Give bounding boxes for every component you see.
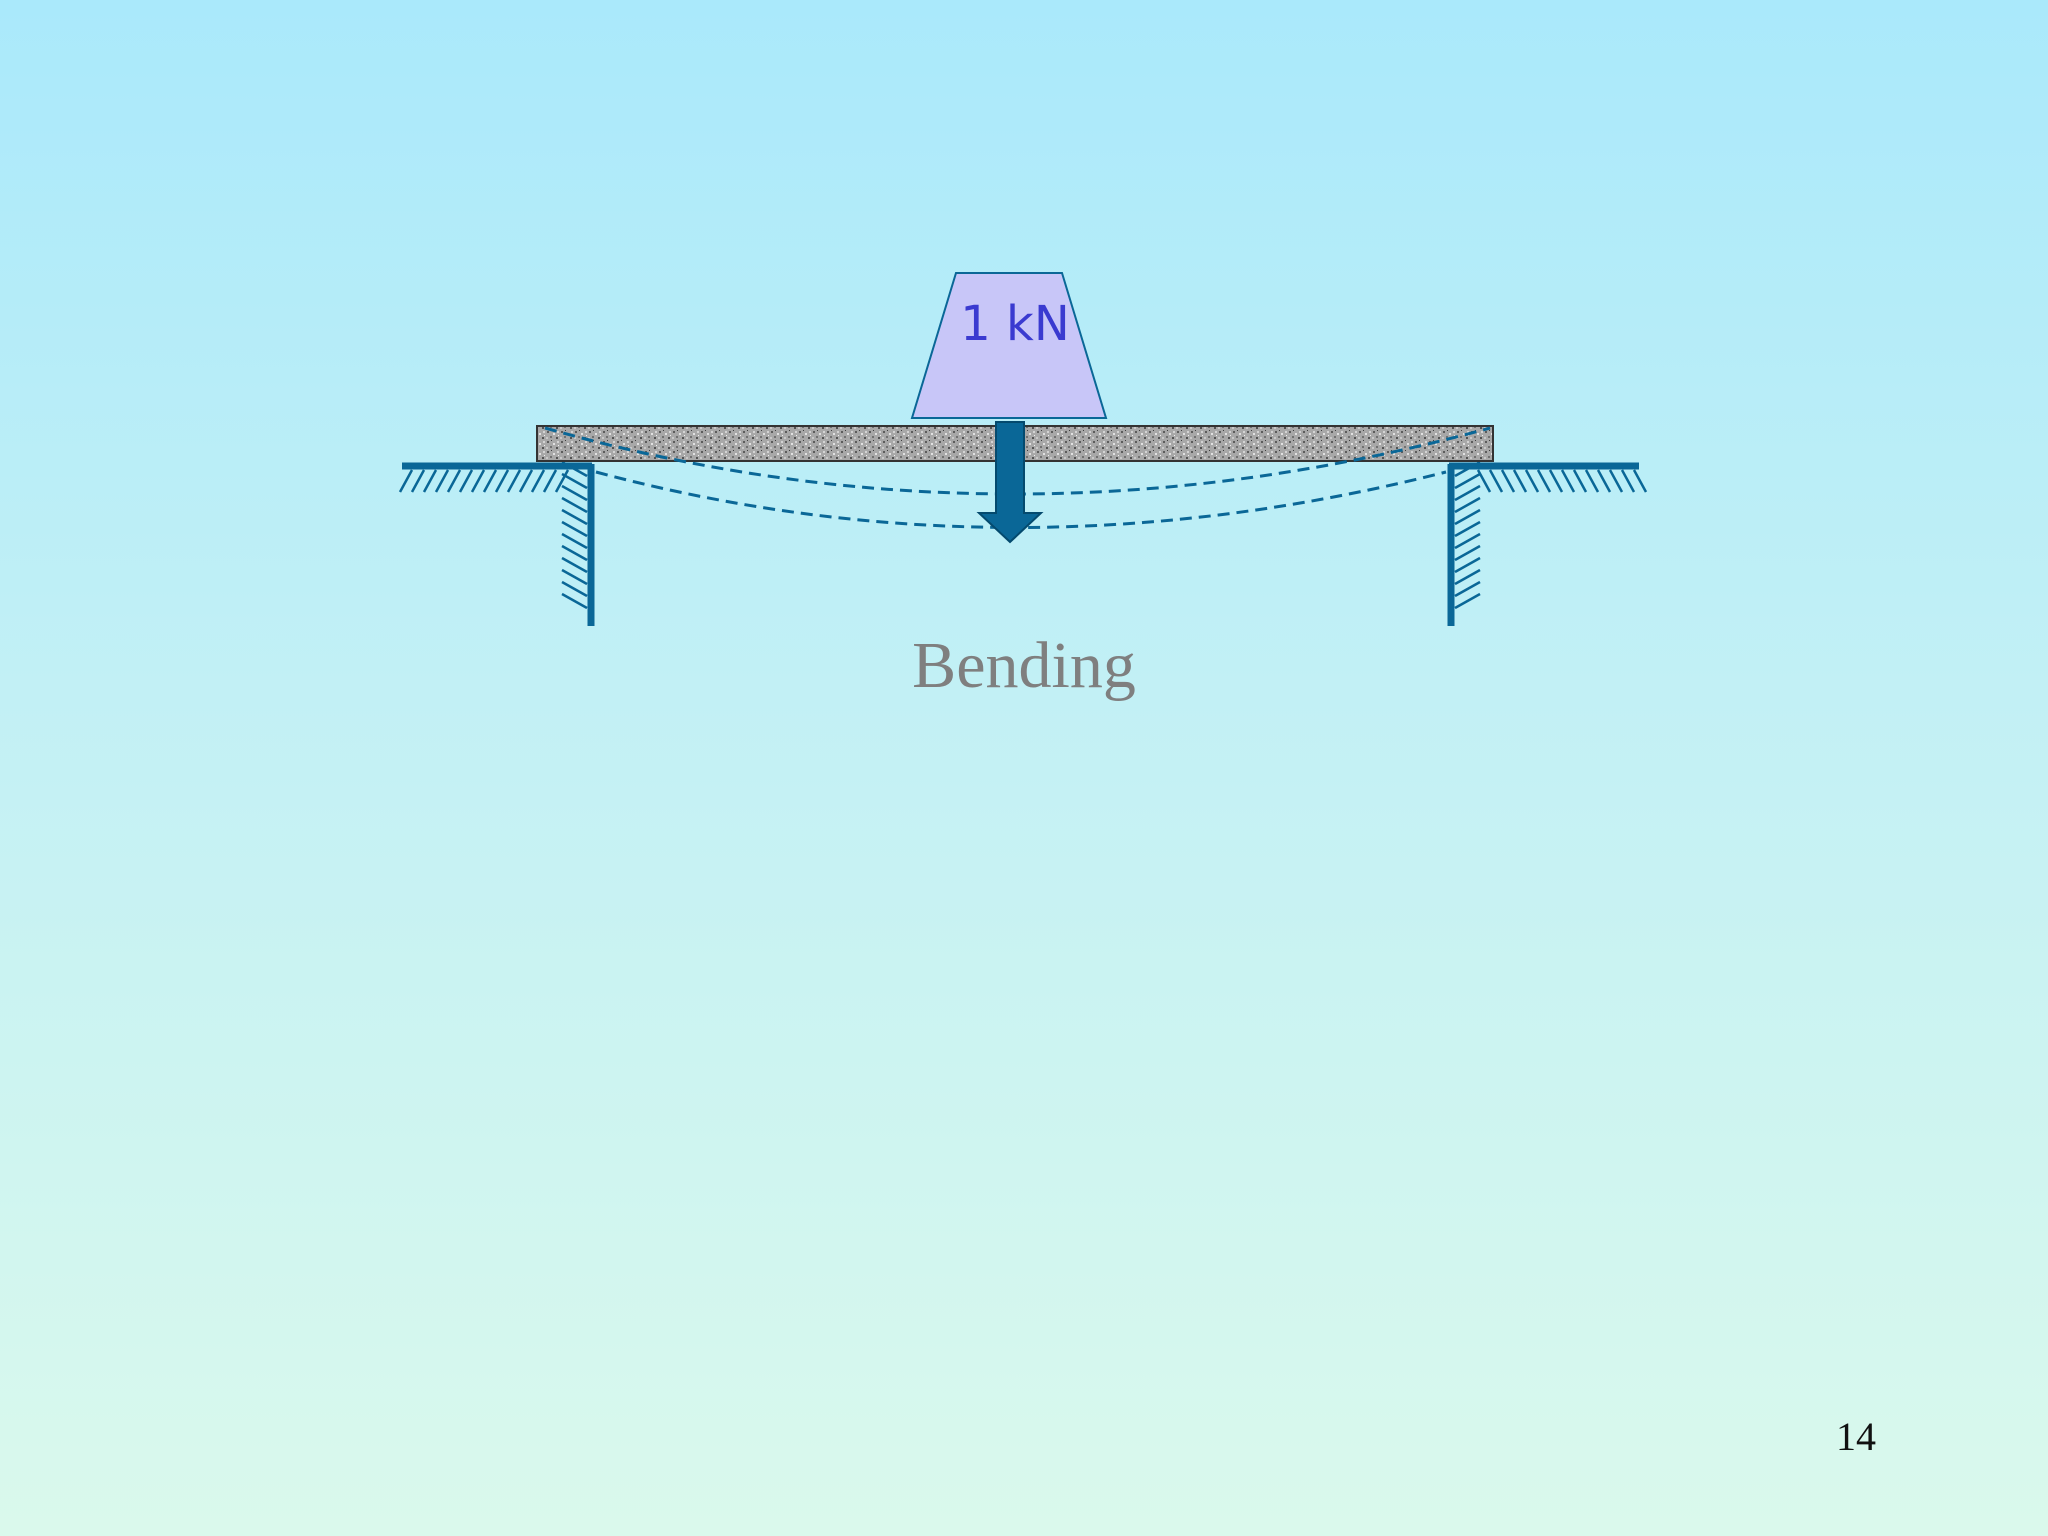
force-arrow [976,421,1044,544]
page-number: 14 [1836,1414,1876,1459]
load-block: 1 kN [910,272,1108,419]
left-wall-hatching [561,460,588,610]
load-label: 1 kN [960,296,1070,352]
left-ground-hatching [398,469,570,493]
deflection-curve-upper [544,426,1491,496]
right-ground-hatching [1476,469,1648,493]
left-support [398,460,595,626]
right-wall-hatching [1454,460,1481,610]
diagram-caption: Bending [912,629,1136,702]
right-support [1447,460,1648,626]
